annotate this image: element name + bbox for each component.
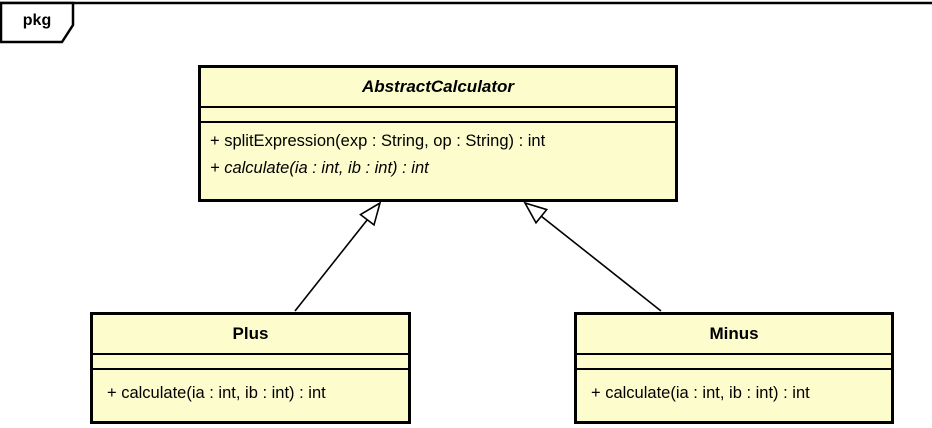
class-name-plus: Plus: [93, 315, 408, 355]
methods-compartment-abstractcalculator: + splitExpression(exp : String, op : Str…: [201, 123, 675, 182]
attributes-compartment-abstractcalculator: [201, 108, 675, 123]
generalization-arrow-minus: [523, 201, 662, 312]
class-abstractcalculator: AbstractCalculator + splitExpression(exp…: [198, 65, 678, 202]
generalization-line-minus: [540, 215, 662, 312]
class-minus: Minus + calculate(ia : int, ib : int) : …: [574, 312, 894, 424]
class-plus: Plus + calculate(ia : int, ib : int) : i…: [90, 312, 411, 424]
method-calculate-minus: + calculate(ia : int, ib : int) : int: [591, 384, 810, 402]
hollow-triangle-arrowhead-plus: [359, 201, 382, 227]
class-name-abstractcalculator: AbstractCalculator: [201, 68, 675, 108]
method-calculate-plus: + calculate(ia : int, ib : int) : int: [107, 384, 326, 402]
methods-compartment-minus: + calculate(ia : int, ib : int) : int: [577, 370, 891, 407]
hollow-triangle-arrowhead-minus: [523, 201, 549, 225]
methods-compartment-plus: + calculate(ia : int, ib : int) : int: [93, 370, 408, 407]
class-name-minus: Minus: [577, 315, 891, 355]
generalization-line-plus: [294, 219, 368, 312]
method-calculate-abstract: + calculate(ia : int, ib : int) : int: [210, 159, 429, 177]
generalization-arrow-plus: [294, 201, 382, 312]
package-tab-label: pkg: [22, 12, 52, 29]
attributes-compartment-minus: [577, 355, 891, 370]
method-splitexpression: + splitExpression(exp : String, op : Str…: [210, 132, 546, 150]
attributes-compartment-plus: [93, 355, 408, 370]
